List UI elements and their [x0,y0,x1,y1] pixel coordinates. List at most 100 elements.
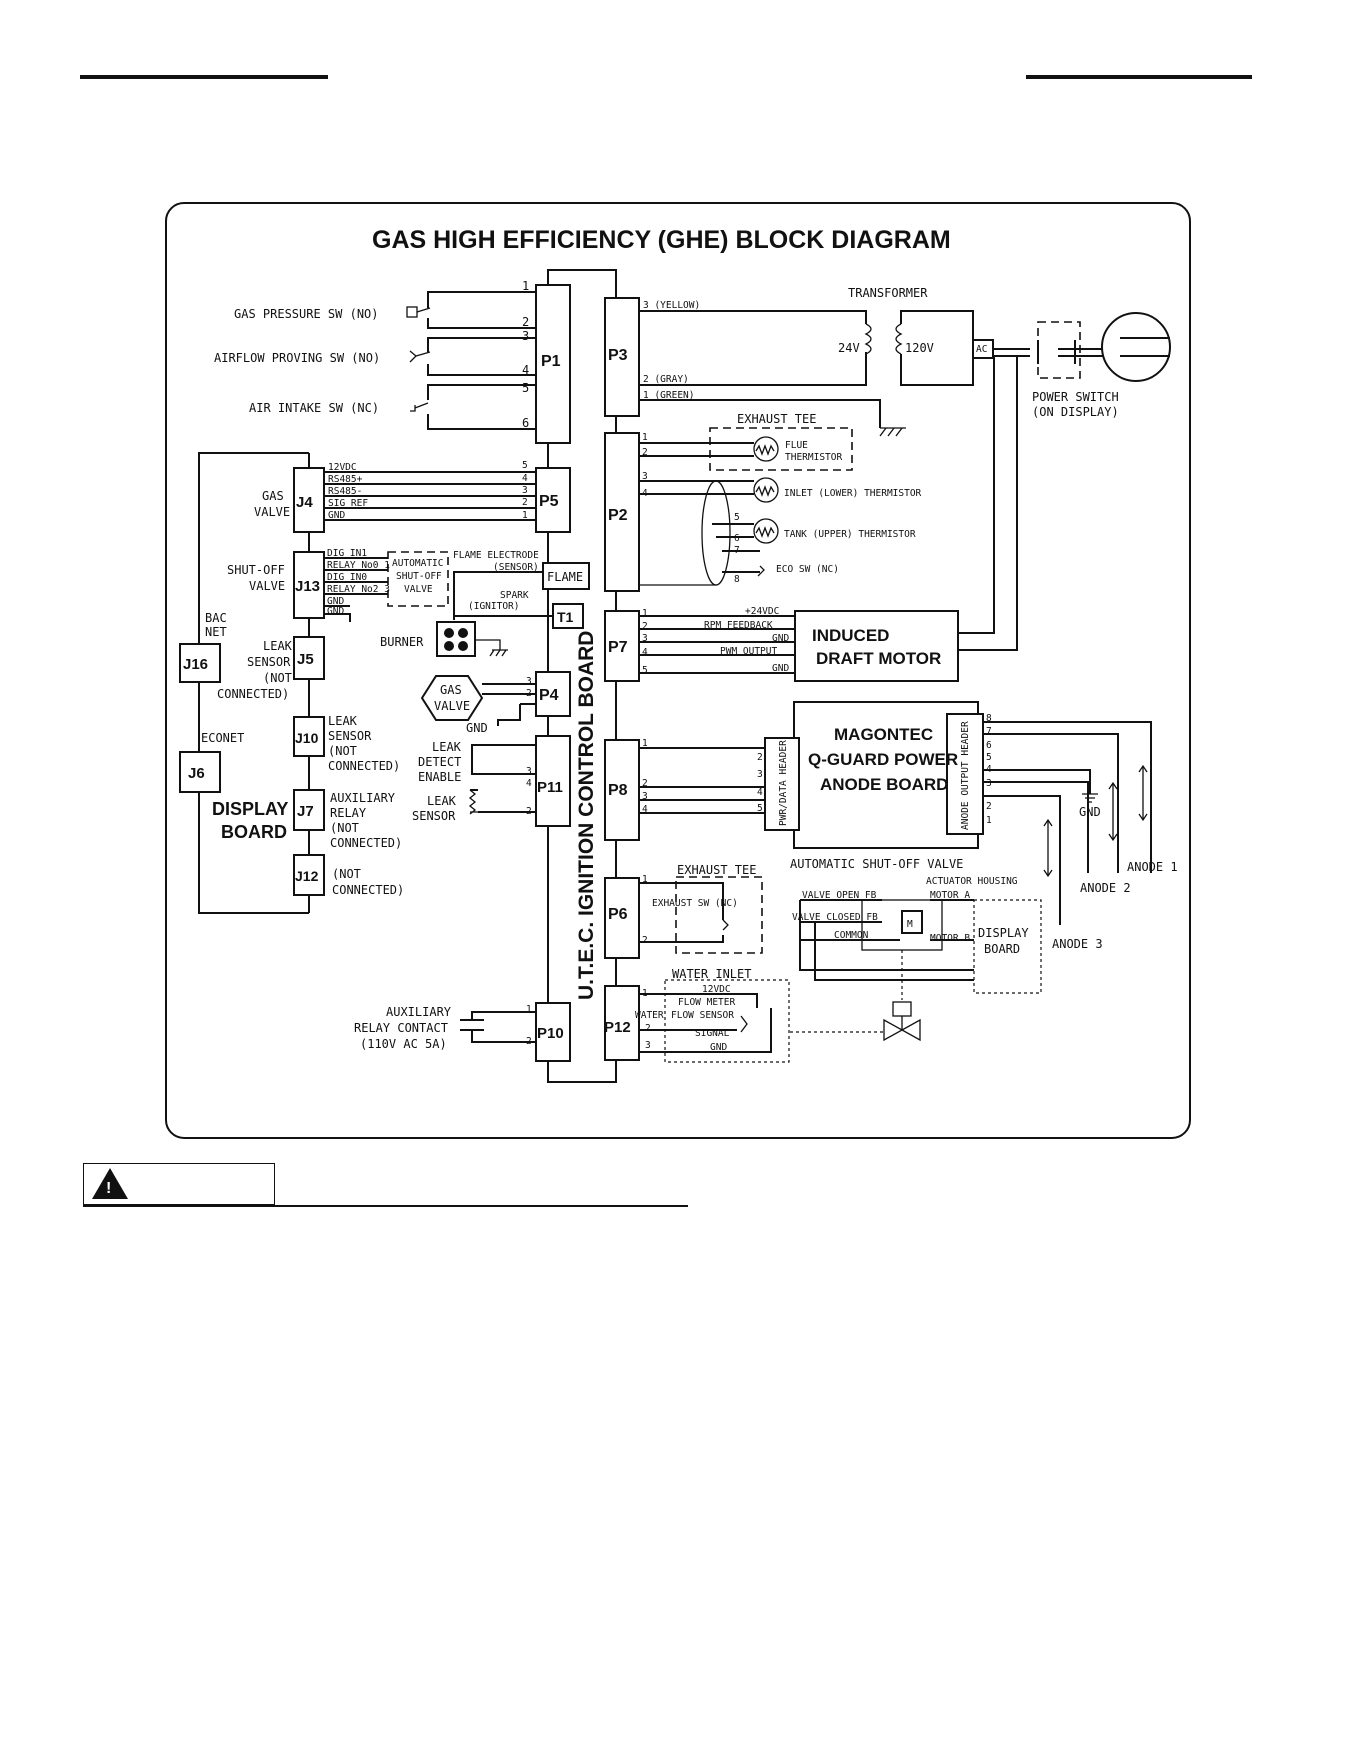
water-inlet-label: WATER INLET [672,967,751,981]
pwr-data-header [764,737,800,831]
so-wire-3: DIG_IN0 [327,572,367,583]
wire-yellow: 3 (YELLOW) [643,300,700,311]
gv-pin-3: 3 [522,485,528,496]
connector-p8-label: P8 [608,782,628,799]
connector-p7-label: P7 [608,639,628,656]
anode-pin-4: 4 [986,764,992,775]
so-wire-2: RELAY_No0_1 [327,560,390,571]
connector-p4-label: P4 [539,687,559,704]
connector-j12 [293,854,325,896]
valve-actuator-icon [892,1001,912,1017]
p7-wire-2: RPM FEEDBACK [704,620,773,631]
warning-rule [83,1205,688,1207]
p1-switches [406,291,536,430]
pwr-pin-3: 3 [757,769,763,780]
power-switch-label-1: POWER SWITCH [1032,390,1119,404]
gv-pin-2: 2 [522,497,528,508]
p4-pin-2: 2 [526,688,532,699]
connector-j7 [293,789,325,831]
p4-pin-3: 3 [526,676,532,687]
p4-gas-label-1: GAS [440,683,462,697]
connector-j5 [293,636,325,680]
wire-gray: 2 (GRAY) [643,374,689,385]
common-label: COMMON [834,930,869,941]
leak-detect-3: ENABLE [418,770,461,784]
connector-p1 [535,284,571,444]
connector-j13-label: J13 [295,578,320,595]
connector-p12-label: P12 [604,1019,631,1036]
leak-detect-2: DETECT [418,755,461,769]
flue-thermistor-icon [753,436,779,462]
connector-j6-label: J6 [188,765,205,782]
warning-exclaim: ! [106,1180,112,1197]
connector-p7 [604,610,640,682]
transformer [639,310,1171,437]
wire-green: 1 (GREEN) [643,390,694,401]
aux-contact-2: RELAY CONTACT [354,1021,448,1035]
anode-pin-2: 2 [986,801,992,812]
connector-p10-label: P10 [537,1025,564,1042]
anode-pin-7: 7 [986,726,992,737]
motor-m: M [907,919,913,930]
pressure-switch-icon [406,306,418,318]
flue-label-1: FLUE [785,440,808,451]
leak-sensor-1: LEAK [427,794,457,808]
econet-label: ECONET [201,731,244,745]
exhaust-tee-1-label: EXHAUST TEE [737,412,816,426]
leak-detect-1: LEAK [432,740,462,754]
connector-p1-label: P1 [541,353,561,370]
p6-pin-2: 2 [642,935,648,946]
draft-motor-1: INDUCED [812,626,889,645]
connector-p2-label: P2 [608,507,628,524]
gas-valve-wires [324,471,536,521]
p7-pin-5: 5 [642,665,648,676]
fm-pin-2: 2 [645,1023,651,1034]
gv-wire-2: RS485+ [328,474,363,485]
j5-label-1: LEAK [263,639,293,653]
anode-board-1: MAGONTEC [834,725,933,744]
air-intake-sw-label: AIR INTAKE SW (NC) [249,401,379,415]
connector-p3-label: P3 [608,347,628,364]
j7-label-2: RELAY [330,806,367,820]
spark-label-1: SPARK [500,590,529,601]
fm-12vdc: 12VDC [702,984,731,995]
anode-header-label: ANODE OUTPUT HEADER [960,721,971,830]
connector-p5-label: P5 [539,493,559,510]
connector-j16-label: J16 [183,656,208,673]
anode-pin-8: 8 [986,713,992,724]
p10-pin-1: 1 [526,1004,532,1015]
j12-label-2: CONNECTED) [332,883,404,897]
j10-label-4: CONNECTED) [328,759,400,773]
p1-pin-1: 1 [522,279,529,293]
diagram-title: GAS HIGH EFFICIENCY (GHE) BLOCK DIAGRAM [372,226,951,254]
connector-p10 [535,1002,571,1062]
p7-wire-3: GND [772,633,789,644]
anode-output-header [946,713,984,835]
connector-p12 [604,985,640,1061]
p2-pin-5: 5 [734,512,740,523]
connector-j4-label: J4 [296,494,313,511]
transformer-24v: 24V [838,341,860,355]
gas-valve-label-2: VALVE [254,505,290,519]
gv-wire-4: SIG REF [328,498,368,509]
warning-text [278,1165,688,1205]
top-rule-right [1026,75,1252,79]
warning-icon [92,1168,128,1199]
fm-pin-1: 1 [642,988,648,999]
connector-p2 [604,432,640,592]
p4-gnd: GND [466,721,488,735]
valve-closed-fb: VALVE CLOSED FB [792,912,878,923]
flue-label-2: THERMISTOR [785,452,842,463]
fm-signal: SIGNAL [695,1028,730,1039]
connector-p3 [604,297,640,417]
exhaust-sw-label: EXHAUST SW (NC) [652,898,738,909]
gv-pin-5: 5 [522,460,528,471]
gv-wire-5: GND [328,510,345,521]
valve-open-fb: VALVE OPEN FB [802,890,877,901]
connector-p6 [604,877,640,959]
connector-p6-label: P6 [608,906,628,923]
p1-pin-6: 6 [522,416,529,430]
p11-pin-2: 2 [526,806,532,817]
fm-gnd: GND [710,1042,727,1053]
